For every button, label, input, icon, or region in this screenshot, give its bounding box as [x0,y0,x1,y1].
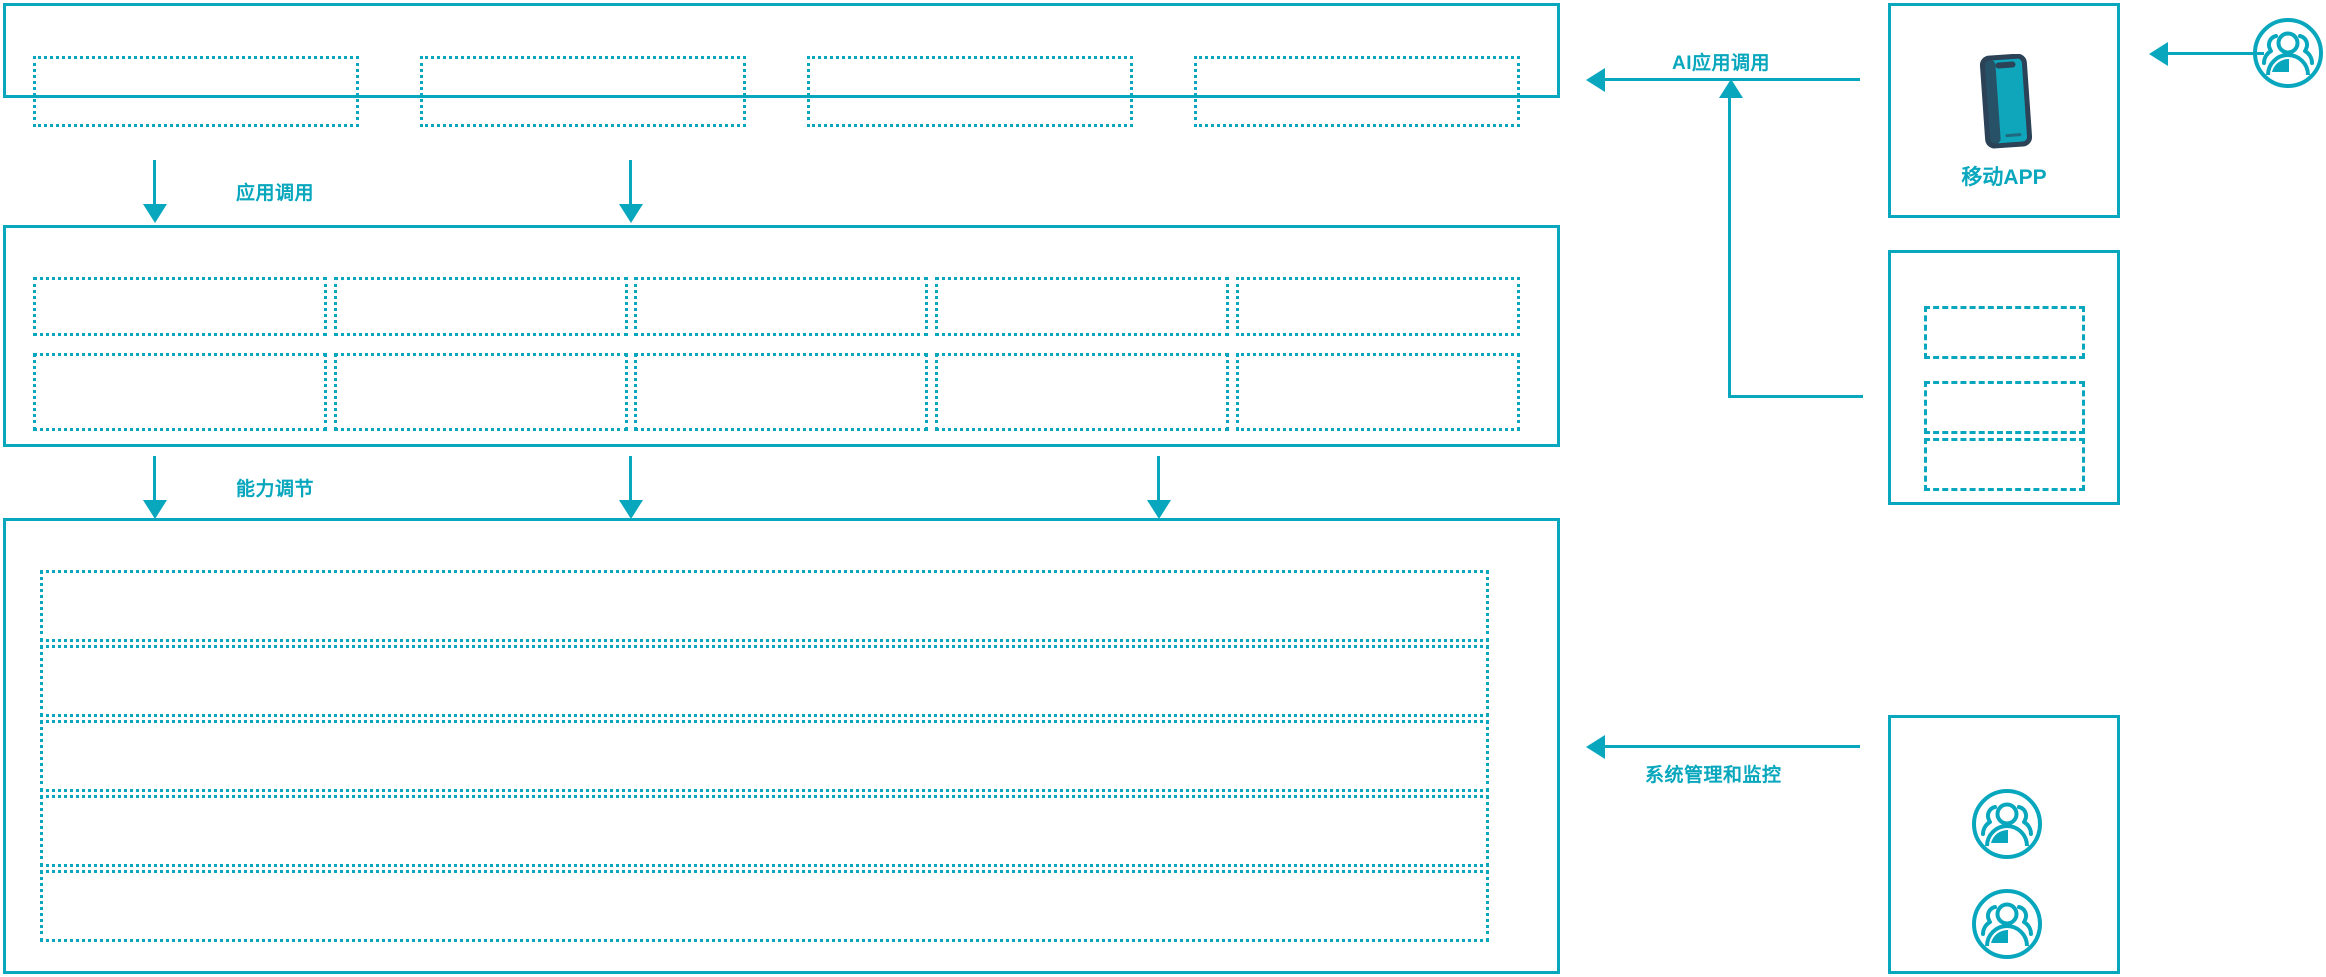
application-call-label: 应用调用 [236,183,315,204]
ai-application-call-label: AI应用调用 [1672,53,1771,74]
cap-box-r1c1[interactable] [33,277,327,336]
cap-box-r2c5[interactable] [1236,353,1520,431]
application-call-arrow-2-head [619,204,643,223]
application-call-arrow-1-head [143,204,167,223]
secondary-panel[interactable] [1888,250,2120,505]
capability-adjust-arrow-3-shaft [1157,456,1160,514]
ai-application-call-arrow-head [1586,68,1605,92]
secondary-box-2[interactable] [1924,381,2085,434]
capability-layer-panel [3,225,1560,447]
secondary-box-1[interactable] [1924,306,2085,359]
secondary-box-3[interactable] [1924,438,2085,491]
application-call-arrow-2-shaft [629,160,632,217]
capability-adjust-label: 能力调节 [236,479,315,500]
cap-box-r2c4[interactable] [935,353,1229,431]
mobile-phone-icon [1979,53,2035,154]
ai-application-call-riser-foot [1728,395,1863,398]
cap-box-r1c3[interactable] [634,277,928,336]
cap-box-r1c2[interactable] [334,277,628,336]
cap-box-r2c1[interactable] [33,353,327,431]
infra-row-1[interactable] [40,570,1489,642]
infra-row-2[interactable] [40,645,1489,717]
application-layer-panel [3,3,1560,98]
infrastructure-layer-panel [3,518,1560,974]
user-group-icon [1969,786,2045,867]
app-box-4[interactable] [1194,56,1520,127]
external-user-arrow-line [2168,52,2264,55]
system-management-line [1605,745,1860,748]
capability-adjust-arrow-1-shaft [153,456,156,514]
ai-application-call-riser [1728,98,1731,398]
system-management-arrow-head [1586,735,1605,759]
system-management-label: 系统管理和监控 [1645,765,1782,786]
ai-application-call-riser-head [1719,79,1743,98]
app-box-1[interactable] [33,56,359,127]
capability-adjust-arrow-1-head [143,500,167,519]
user-group-icon [2250,15,2326,96]
app-box-3[interactable] [807,56,1133,127]
mobile-app-panel[interactable]: 移动APP [1888,3,2120,218]
infra-row-4[interactable] [40,795,1489,867]
cap-box-r2c2[interactable] [334,353,628,431]
infra-row-3[interactable] [40,720,1489,792]
application-call-arrow-1-shaft [153,160,156,217]
cap-box-r1c5[interactable] [1236,277,1520,336]
infra-row-5[interactable] [40,870,1489,942]
cap-box-r1c4[interactable] [935,277,1229,336]
cap-box-r2c3[interactable] [634,353,928,431]
capability-adjust-arrow-2-shaft [629,456,632,514]
app-box-2[interactable] [420,56,746,127]
mobile-app-label: 移动APP [1961,166,2047,189]
user-group-icon [1969,886,2045,967]
operations-panel[interactable] [1888,715,2120,974]
capability-adjust-arrow-2-head [619,500,643,519]
external-user-arrow-head [2149,42,2168,66]
capability-adjust-arrow-3-head [1147,500,1171,519]
